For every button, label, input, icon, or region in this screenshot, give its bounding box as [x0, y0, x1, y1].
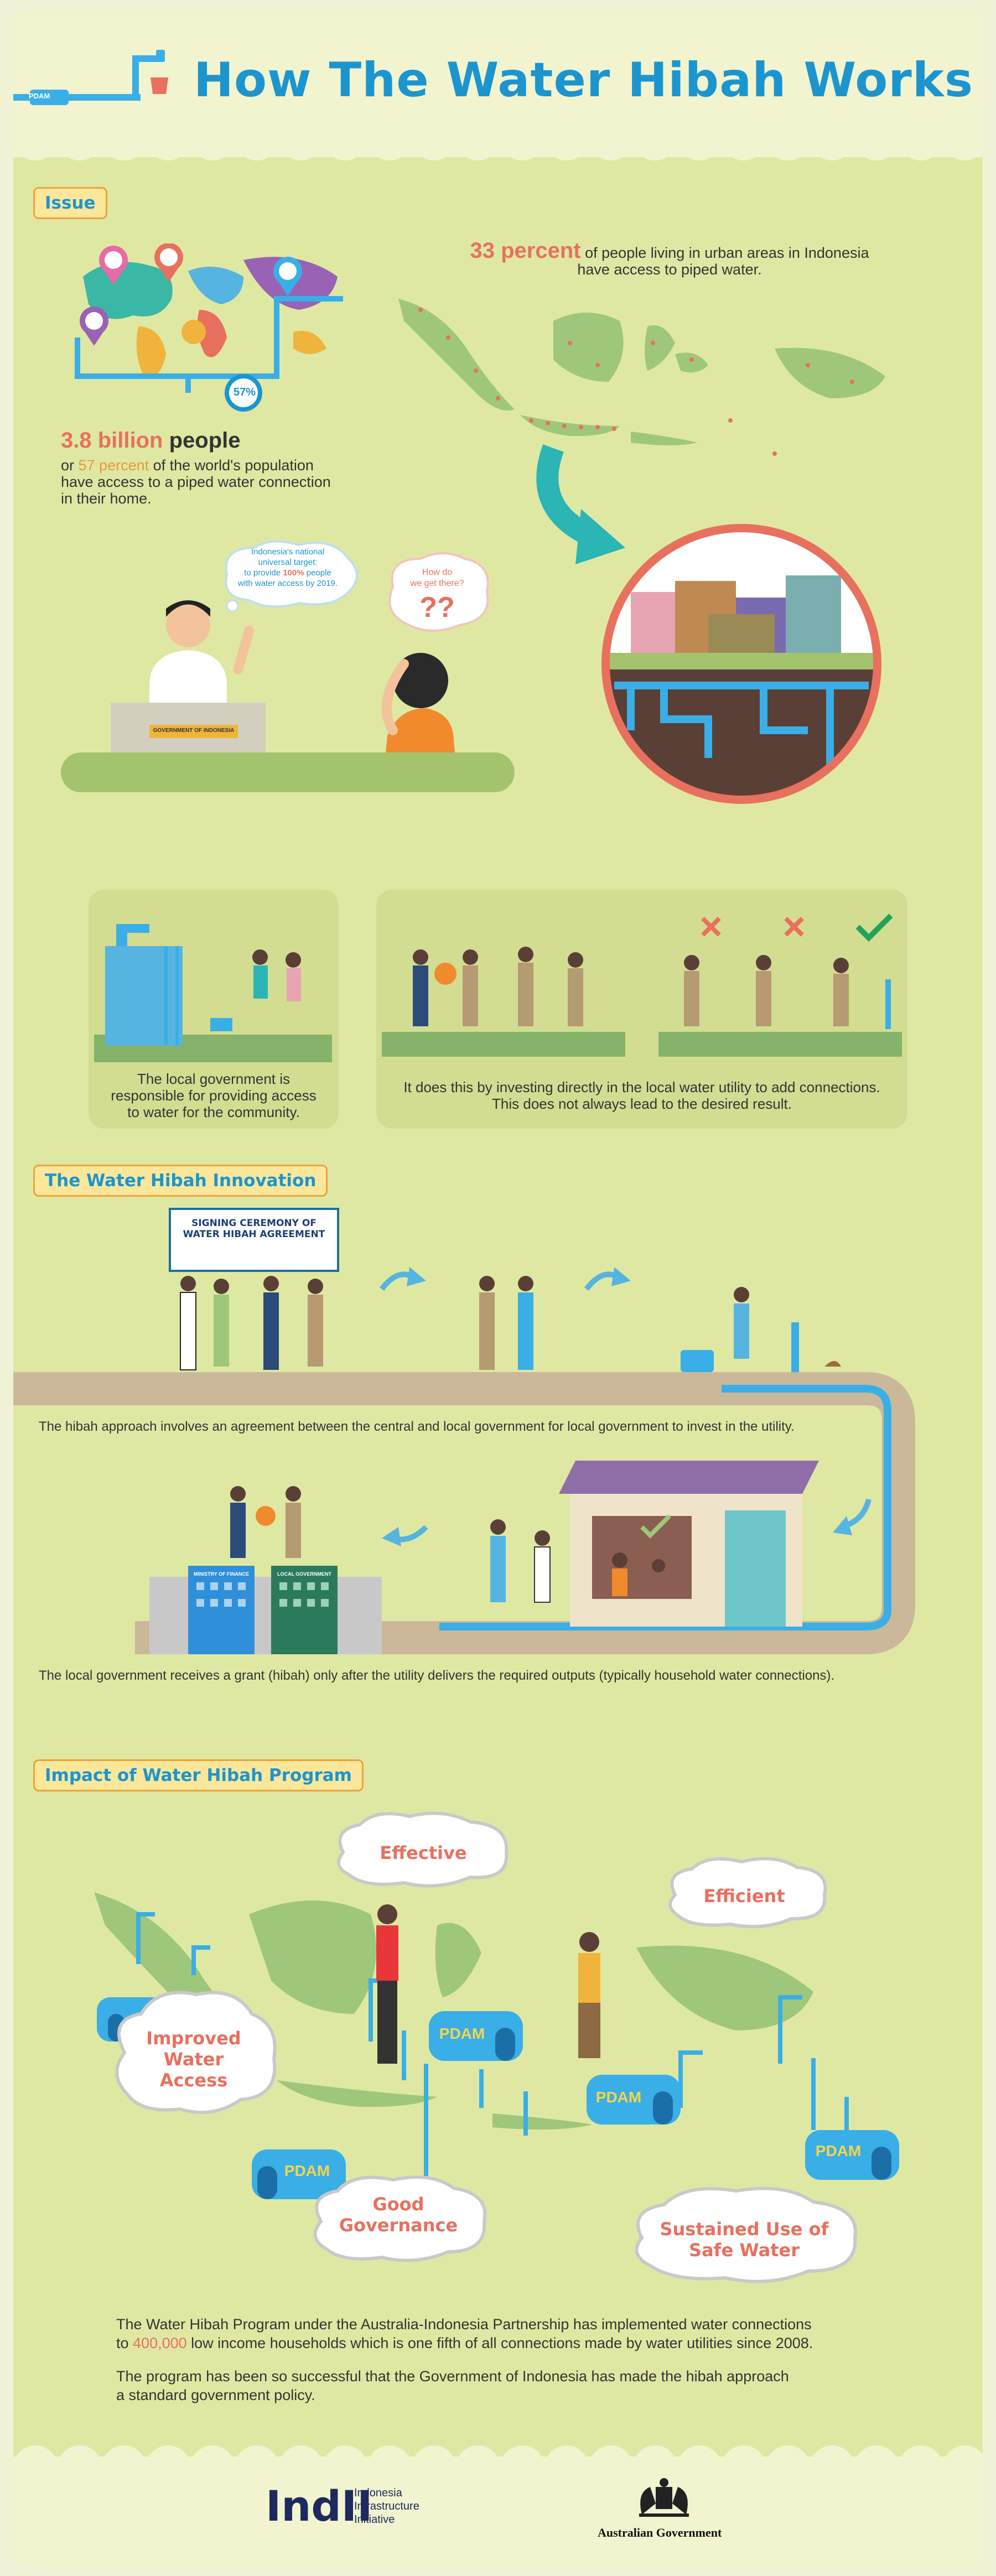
building-label-finance: MINISTRY OF FINANCE [193, 1571, 249, 1577]
section-tag-issue: Issue [33, 187, 107, 219]
australian-coat-of-arms-icon [639, 2478, 689, 2517]
section-tag-innovation: The Water Hibah Innovation [33, 1165, 328, 1197]
impact-paragraph-2: The program has been so successful that … [116, 2368, 789, 2403]
village-illustration [601, 524, 881, 804]
urban-stat: 33 percent of people living in urban are… [470, 238, 869, 278]
arrow-down-left-icon [833, 1498, 872, 1535]
innovation-caption-1: The hibah approach involves an agreement… [39, 1419, 795, 1434]
arrow-down-icon [536, 444, 625, 564]
label-sustained-use: Sustained Use of Safe Water [660, 2219, 829, 2261]
innovation-caption-2: The local government receives a grant (h… [39, 1668, 835, 1683]
man-filling-water-figure [376, 1904, 398, 2064]
stat-3-8-billion: 3.8 billion people [61, 428, 241, 453]
pdam-label: PDAM [439, 2025, 485, 2042]
signing-ceremony-figures [180, 1276, 323, 1370]
official-handover-figures [230, 1486, 301, 1558]
woman-filling-water-figure [578, 1932, 600, 2058]
globe-percent: 57% [234, 386, 256, 398]
scallop-divider [13, 138, 983, 172]
question-text: How do we get there? [410, 568, 464, 588]
results-comparison-illustration [658, 913, 902, 1057]
pdam-tank-icon [429, 2011, 523, 2061]
pdam-label: PDAM [595, 2089, 642, 2106]
indii-logo-text: Indonesia Infrastructure Initiative [354, 2487, 419, 2526]
officials-handshake-illustration [382, 947, 625, 1057]
water-tower-illustration [94, 924, 332, 1062]
utility-workers-illustration [490, 1519, 551, 1603]
cloud-efficient [668, 1857, 827, 1929]
section-tag-impact: Impact of Water Hibah Program [33, 1759, 364, 1791]
pdam-tank-icon [805, 2130, 899, 2180]
indonesia-map [398, 299, 885, 456]
cloud-effective [337, 1811, 509, 1888]
label-efficient: Efficient [703, 1886, 785, 1907]
stat-description: or 57 percent of the world's population … [61, 457, 331, 507]
label-improved-water-access: Improved Water Access [146, 2028, 241, 2091]
pdam-tank-icon [587, 2075, 681, 2125]
question-cloud [388, 552, 489, 632]
signing-ceremony-sign: SIGNING CEREMONY OF WATER HIBAH AGREEMEN… [169, 1208, 339, 1272]
footer-band [13, 2456, 983, 2563]
pdam-label: PDAM [284, 2162, 330, 2179]
location-pin-icons [80, 243, 302, 346]
house-illustration [559, 1461, 819, 1627]
panel-left-caption: The local government is responsible for … [111, 1071, 317, 1120]
cloud-improved-water-access [115, 1991, 277, 2115]
government-buildings [149, 1566, 382, 1654]
ground-platform [61, 752, 515, 792]
label-effective: Effective [380, 1842, 467, 1863]
panel-right-caption: It does this by investing directly in th… [403, 1079, 880, 1112]
arrow-right-icon [380, 1267, 426, 1291]
water-tap-icon [13, 50, 168, 105]
speech-bubble-cloud [225, 540, 358, 612]
government-official-figure [111, 600, 266, 752]
arrow-left-icon [382, 1525, 428, 1546]
impact-paragraph-1: The Water Hibah Program under the Austra… [116, 2316, 813, 2351]
header-band [13, 13, 983, 157]
pdam-tank-icon [252, 2149, 346, 2199]
handover-figures [479, 1276, 533, 1370]
building-label-local-gov: LOCAL GOVERNMENT [277, 1571, 331, 1577]
world-map-illustration [75, 257, 343, 412]
australian-government-label: Australian Government [598, 2526, 722, 2539]
label-good-governance: Good Governance [339, 2194, 458, 2236]
pdam-label: PDAM [815, 2142, 862, 2159]
pipeline-track [13, 1372, 915, 1654]
desk-label: GOVERNMENT OF INDONESIA [153, 728, 235, 734]
page-title: How The Water Hibah Works [194, 53, 974, 108]
question-marks: ?? [419, 591, 455, 624]
arrow-right-icon [584, 1267, 631, 1291]
cloud-good-governance [313, 2175, 487, 2262]
worker-digging-illustration [681, 1287, 841, 1372]
cloud-sustained-use [635, 2187, 858, 2283]
national-target-bubble-text: Indonesia's national universal target: t… [237, 547, 338, 588]
indii-logo: IndII [266, 2481, 373, 2531]
tap-label: PDAM [29, 92, 50, 100]
